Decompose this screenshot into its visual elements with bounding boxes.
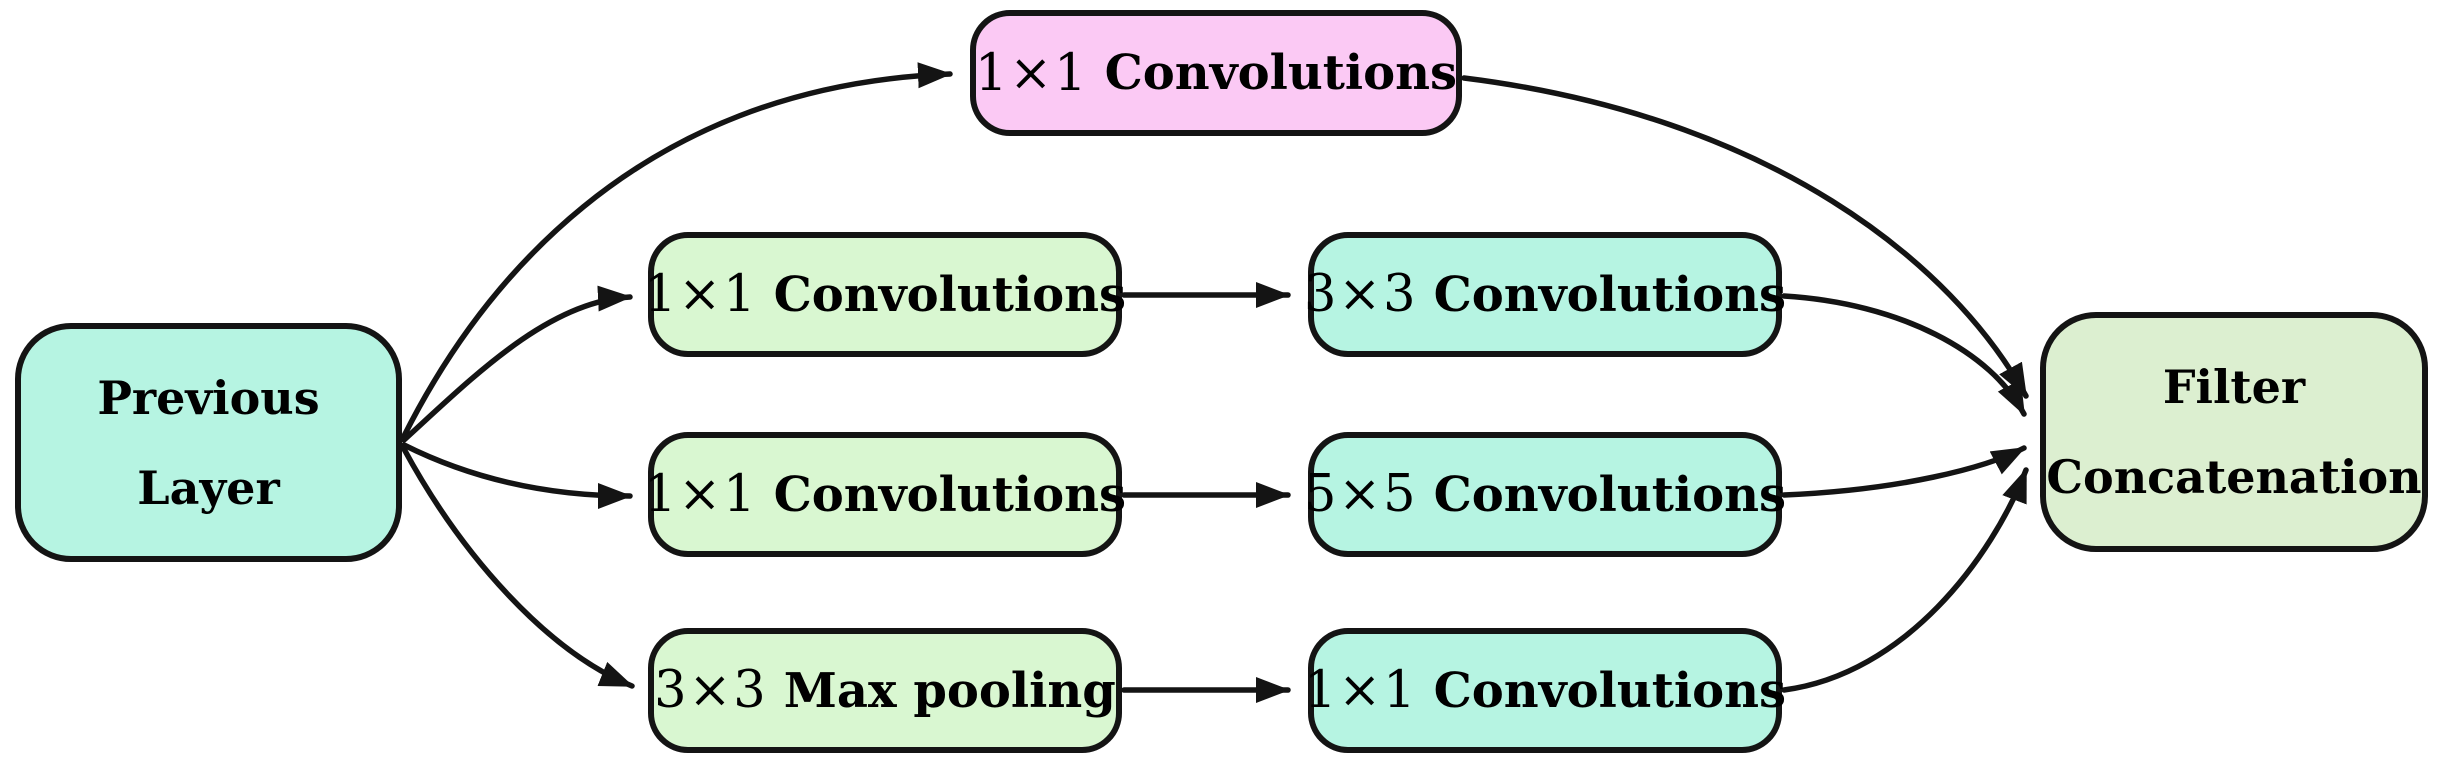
filter-concatenation-node: Filter Concatenation xyxy=(2040,312,2428,552)
edge-top-1x1-to-filter xyxy=(1461,75,2029,399)
row4-1x1-convolutions-node: 1×1 Convolutions xyxy=(1304,628,1786,753)
row3-1x1-convolutions-node: 1×1 Convolutions xyxy=(644,432,1126,557)
row2-right-label: Convolutions xyxy=(1433,266,1787,323)
row2-left-size-prefix: 1×1 xyxy=(643,265,758,324)
row4-right-size-prefix: 1×1 xyxy=(1303,661,1418,720)
previous-layer-node: Previous Layer xyxy=(15,323,402,562)
row4-3x3-max-pooling-node: 3×3 Max pooling xyxy=(648,628,1122,753)
edge-previous-to-row3-1x1 xyxy=(401,442,633,509)
row2-1x1-convolutions-node: 1×1 Convolutions xyxy=(644,232,1126,357)
row2-left-label: Convolutions xyxy=(773,266,1127,323)
edge-previous-to-top-1x1 xyxy=(401,62,953,439)
filter-concatenation-label-line2: Concatenation xyxy=(2046,450,2422,504)
row4-left-size-prefix: 3×3 xyxy=(654,661,768,720)
edge-row4-1x1-to-filter xyxy=(1781,467,2029,693)
row3-left-label: Convolutions xyxy=(773,466,1127,523)
row3-right-size-prefix: 5×5 xyxy=(1303,465,1418,524)
branch-top-1x1-convolutions-node: 1×1 Convolutions xyxy=(970,10,1462,136)
row3-left-size-prefix: 1×1 xyxy=(643,465,758,524)
branch-top-size-prefix: 1×1 xyxy=(974,43,1089,103)
filter-concatenation-label-line1: Filter xyxy=(2162,360,2306,414)
row3-right-label: Convolutions xyxy=(1433,466,1787,523)
edge-previous-to-row2-1x1 xyxy=(401,285,633,443)
row2-right-size-prefix: 3×3 xyxy=(1303,265,1418,324)
row3-5x5-convolutions-node: 5×5 Convolutions xyxy=(1304,432,1786,557)
edge-previous-to-row4-maxpool xyxy=(401,446,635,689)
branch-top-label: Convolutions xyxy=(1104,45,1458,101)
edge-5x5-to-filter xyxy=(1781,445,2027,498)
previous-layer-label-line1: Previous xyxy=(97,370,320,425)
row2-3x3-convolutions-node: 3×3 Convolutions xyxy=(1304,232,1786,357)
previous-layer-label-line2: Layer xyxy=(137,460,280,515)
edge-3x3-to-filter xyxy=(1781,293,2027,417)
row4-left-label: Max pooling xyxy=(783,662,1116,719)
row4-right-label: Convolutions xyxy=(1433,662,1787,719)
